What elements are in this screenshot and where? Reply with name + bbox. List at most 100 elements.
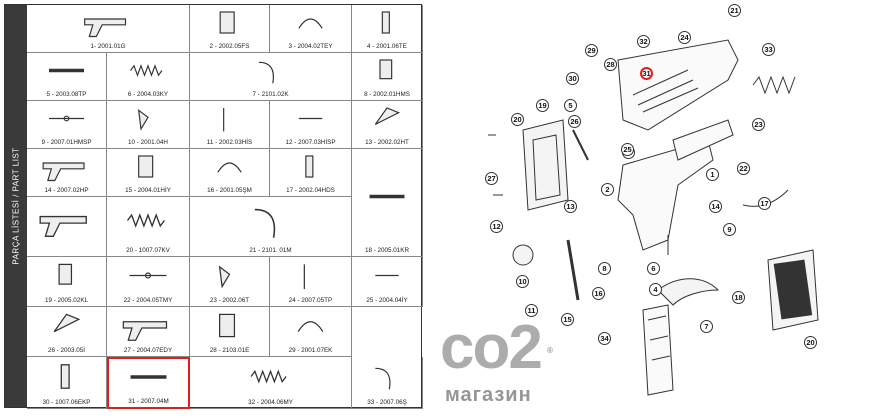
- part-illustration: [107, 197, 189, 244]
- part-label: 29 - 2001.07EK: [288, 347, 333, 354]
- part-illustration: [190, 197, 351, 244]
- part-label: 23 - 2002.06T: [209, 297, 250, 304]
- part-illustration: [27, 257, 106, 294]
- part-cell: [27, 197, 107, 257]
- part-illustration: [190, 53, 351, 88]
- part-illustration: [270, 307, 351, 344]
- part-label: 26 - 2003.05İ: [47, 347, 86, 354]
- part-illustration: [27, 5, 189, 40]
- part-cell: 15 - 2004.01HİY: [107, 149, 190, 197]
- part-callout: 9: [723, 223, 736, 236]
- part-label: 1- 2001.01G: [90, 43, 126, 50]
- part-callout: 18: [732, 291, 745, 304]
- part-label: 27 - 2004.07EDY: [123, 347, 173, 354]
- part-label: 11 - 2002.03HİS: [206, 139, 253, 146]
- part-label: 30 - 1007.06EKP: [42, 399, 91, 406]
- part-cell: 25 - 2004.04İY: [352, 257, 423, 307]
- part-cell: 23 - 2002.06T: [190, 257, 270, 307]
- part-callout: 29: [585, 44, 598, 57]
- exploded-view-drawing: [488, 39, 819, 396]
- part-cell: 9 - 2007.01HMSP: [27, 101, 107, 149]
- part-illustration: [352, 357, 422, 396]
- part-illustration: [352, 149, 422, 244]
- part-illustration: [27, 149, 106, 184]
- part-callout: 13: [564, 200, 577, 213]
- part-list-sidebar: PARÇA LİSTESİ / PART LIST: [5, 5, 27, 407]
- part-illustration: [270, 101, 351, 136]
- part-illustration: [27, 197, 106, 244]
- part-illustration: [27, 53, 106, 88]
- part-illustration: [27, 357, 106, 396]
- part-illustration: [27, 307, 106, 344]
- part-callout: 1: [706, 168, 719, 181]
- part-callout: 10: [516, 275, 529, 288]
- part-cell: 4 - 2001.06TE: [352, 5, 423, 53]
- part-cell: 28 - 2103.01E: [190, 307, 270, 357]
- part-label: 12 - 2007.03HİSP: [285, 139, 336, 146]
- part-cell: 3 - 2004.02TEY: [270, 5, 352, 53]
- part-callout: 34: [598, 332, 611, 345]
- part-label: 15 - 2004.01HİY: [125, 187, 171, 194]
- part-label: 9 - 2007.01HMSP: [41, 139, 92, 146]
- part-callout: 2: [601, 183, 614, 196]
- part-label: 24 - 2007.05TP: [288, 297, 333, 304]
- part-callout: 20: [511, 113, 524, 126]
- part-callout: 22: [737, 162, 750, 175]
- part-cell: 5 - 2003.08TP: [27, 53, 107, 101]
- part-illustration: [107, 101, 189, 136]
- part-cell: 16 - 2001.05ŞM: [190, 149, 270, 197]
- part-callout: 21: [728, 4, 741, 17]
- part-label: 33 - 2007.06Ş: [367, 399, 407, 406]
- part-cell: 1- 2001.01G: [27, 5, 190, 53]
- part-illustration: [352, 257, 422, 294]
- part-callout: 11: [525, 304, 538, 317]
- part-cell: 26 - 2003.05İ: [27, 307, 107, 357]
- part-callout: 4: [649, 283, 662, 296]
- part-callout: 17: [758, 197, 771, 210]
- part-cell: 29 - 2001.07EK: [270, 307, 352, 357]
- part-callout: 31: [640, 67, 653, 80]
- part-illustration: [190, 307, 269, 344]
- part-cell: 33 - 2007.06Ş: [352, 357, 423, 409]
- part-callout: 16: [592, 287, 605, 300]
- part-label: 22 - 2004.05TMY: [123, 297, 173, 304]
- part-illustration: [190, 101, 269, 136]
- part-cell: 13 - 2002.02HT: [352, 101, 423, 149]
- part-illustration: [352, 5, 422, 40]
- part-label: 13 - 2002.02HT: [365, 139, 409, 146]
- part-illustration: [352, 101, 422, 136]
- part-callout: 5: [564, 99, 577, 112]
- part-label: 17 - 2002.04HDS: [286, 187, 335, 194]
- part-callout: 23: [752, 118, 765, 131]
- part-cell: 2 - 2002.05FS: [190, 5, 270, 53]
- part-illustration: [270, 257, 351, 294]
- watermark-tm: ®: [547, 346, 553, 355]
- part-label: 14 - 2007.02HP: [44, 187, 89, 194]
- part-cell: 30 - 1007.06EKP: [27, 357, 107, 409]
- part-label: 21 - 2101. 01M: [249, 247, 292, 254]
- part-illustration: [190, 257, 269, 294]
- part-callout: 25: [621, 143, 634, 156]
- part-illustration: [270, 5, 351, 40]
- part-cell: 18 - 2005.01KR: [352, 149, 423, 257]
- part-cell: 10 - 2001.04H: [107, 101, 190, 149]
- part-illustration: [109, 359, 188, 395]
- part-callout: 7: [700, 320, 713, 333]
- part-illustration: [270, 149, 351, 184]
- part-list-panel: PARÇA LİSTESİ / PART LIST 1- 2001.01G 2 -…: [4, 4, 423, 409]
- part-label: 18 - 2005.01KR: [364, 247, 410, 254]
- part-callout: 30: [566, 72, 579, 85]
- part-cell: 27 - 2004.07EDY: [107, 307, 190, 357]
- part-illustration: [190, 357, 351, 396]
- part-illustration: [107, 53, 189, 88]
- part-label: 5 - 2003.08TP: [46, 91, 87, 98]
- part-cell: 21 - 2101. 01M: [190, 197, 352, 257]
- part-callout: 14: [709, 200, 722, 213]
- part-callout: 6: [647, 262, 660, 275]
- part-callout: 32: [637, 35, 650, 48]
- part-list-title: PARÇA LİSTESİ / PART LIST: [11, 147, 21, 265]
- part-cell: 19 - 2005.02KL: [27, 257, 107, 307]
- part-cell: 32 - 2004.06MY: [190, 357, 352, 409]
- part-callout: 12: [490, 220, 503, 233]
- part-label: 20 - 1007.07KV: [126, 247, 170, 254]
